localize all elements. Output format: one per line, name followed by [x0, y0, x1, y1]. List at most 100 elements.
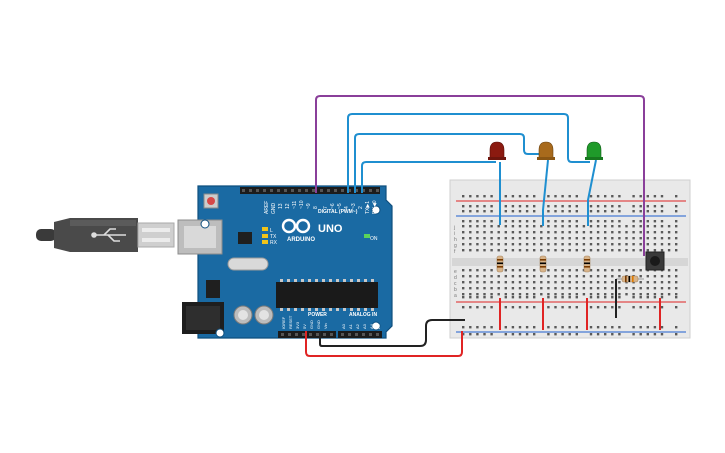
breadboard-hole[interactable]	[618, 205, 621, 208]
breadboard-hole[interactable]	[490, 293, 493, 296]
breadboard-hole[interactable]	[611, 326, 614, 329]
breadboard-hole[interactable]	[540, 237, 543, 240]
breadboard-hole[interactable]	[589, 281, 593, 284]
breadboard-hole[interactable]	[540, 281, 543, 284]
breadboard-hole[interactable]	[533, 269, 536, 272]
breadboard-hole[interactable]	[625, 243, 628, 246]
breadboard-hole[interactable]	[660, 306, 664, 309]
breadboard-hole[interactable]	[547, 237, 550, 240]
breadboard-hole[interactable]	[575, 220, 578, 223]
breadboard-hole[interactable]	[604, 220, 607, 223]
breadboard-hole[interactable]	[561, 195, 564, 198]
breadboard-hole[interactable]	[604, 287, 607, 290]
led-green[interactable]	[585, 141, 603, 160]
breadboard-hole[interactable]	[525, 275, 529, 278]
breadboard-hole[interactable]	[533, 296, 536, 299]
breadboard-hole[interactable]	[547, 249, 550, 252]
breadboard-hole[interactable]	[469, 275, 472, 278]
breadboard-hole[interactable]	[554, 293, 557, 296]
breadboard-hole[interactable]	[582, 293, 586, 296]
breadboard-hole[interactable]	[525, 287, 529, 290]
breadboard-hole[interactable]	[561, 210, 564, 213]
breadboard-hole[interactable]	[618, 220, 621, 223]
breadboard-hole[interactable]	[518, 220, 522, 223]
breadboard-hole[interactable]	[462, 293, 465, 296]
breadboard-hole[interactable]	[554, 281, 557, 284]
breadboard-hole[interactable]	[618, 195, 621, 198]
breadboard-hole[interactable]	[604, 231, 607, 234]
breadboard-hole[interactable]	[561, 220, 564, 223]
breadboard-hole[interactable]	[504, 220, 507, 223]
breadboard-hole[interactable]	[589, 231, 593, 234]
breadboard-hole[interactable]	[653, 243, 657, 246]
breadboard-hole[interactable]	[625, 293, 628, 296]
breadboard-hole[interactable]	[589, 210, 593, 213]
breadboard-hole[interactable]	[632, 210, 635, 213]
breadboard-hole[interactable]	[575, 287, 578, 290]
breadboard-hole[interactable]	[604, 249, 607, 252]
breadboard-hole[interactable]	[667, 293, 671, 296]
breadboard-hole[interactable]	[547, 195, 550, 198]
breadboard-hole[interactable]	[490, 220, 493, 223]
breadboard-hole[interactable]	[618, 296, 621, 299]
breadboard-hole[interactable]	[653, 220, 657, 223]
breadboard-hole[interactable]	[589, 220, 593, 223]
breadboard-hole[interactable]	[611, 269, 614, 272]
breadboard-hole[interactable]	[604, 333, 607, 336]
breadboard-hole[interactable]	[575, 249, 578, 252]
breadboard-hole[interactable]	[639, 275, 642, 278]
breadboard-hole[interactable]	[611, 306, 614, 309]
digital-header[interactable]	[240, 187, 380, 194]
breadboard-hole[interactable]	[504, 275, 507, 278]
breadboard-hole[interactable]	[525, 237, 529, 240]
breadboard-hole[interactable]	[618, 333, 621, 336]
breadboard-hole[interactable]	[518, 205, 522, 208]
breadboard-hole[interactable]	[646, 306, 649, 309]
breadboard-hole[interactable]	[554, 333, 557, 336]
breadboard-hole[interactable]	[490, 205, 493, 208]
breadboard-hole[interactable]	[632, 195, 635, 198]
breadboard-hole[interactable]	[476, 306, 479, 309]
breadboard-hole[interactable]	[596, 296, 600, 299]
breadboard-holes[interactable]	[462, 195, 678, 336]
breadboard-hole[interactable]	[511, 333, 515, 336]
breadboard-hole[interactable]	[675, 275, 678, 278]
breadboard-hole[interactable]	[653, 205, 657, 208]
breadboard-hole[interactable]	[561, 243, 564, 246]
breadboard-hole[interactable]	[483, 249, 486, 252]
breadboard-hole[interactable]	[639, 249, 642, 252]
breadboard-hole[interactable]	[568, 225, 571, 228]
breadboard-hole[interactable]	[618, 293, 621, 296]
breadboard-hole[interactable]	[589, 243, 593, 246]
breadboard-hole[interactable]	[618, 269, 621, 272]
breadboard-hole[interactable]	[533, 306, 536, 309]
breadboard-hole[interactable]	[518, 243, 522, 246]
breadboard-hole[interactable]	[518, 287, 522, 290]
breadboard-hole[interactable]	[675, 326, 678, 329]
breadboard-hole[interactable]	[604, 225, 607, 228]
breadboard-hole[interactable]	[618, 275, 621, 278]
breadboard-hole[interactable]	[596, 220, 600, 223]
breadboard-hole[interactable]	[490, 281, 493, 284]
breadboard-hole[interactable]	[646, 225, 649, 228]
breadboard-hole[interactable]	[561, 296, 564, 299]
breadboard-hole[interactable]	[568, 333, 571, 336]
breadboard-hole[interactable]	[483, 269, 486, 272]
breadboard-hole[interactable]	[653, 296, 657, 299]
breadboard-hole[interactable]	[469, 195, 472, 198]
breadboard-hole[interactable]	[511, 225, 515, 228]
breadboard-hole[interactable]	[596, 243, 600, 246]
breadboard-hole[interactable]	[554, 225, 557, 228]
breadboard-hole[interactable]	[554, 287, 557, 290]
breadboard-hole[interactable]	[604, 326, 607, 329]
breadboard-hole[interactable]	[575, 306, 578, 309]
breadboard-hole[interactable]	[462, 231, 465, 234]
breadboard-hole[interactable]	[660, 243, 664, 246]
breadboard-hole[interactable]	[533, 326, 536, 329]
breadboard-hole[interactable]	[618, 306, 621, 309]
breadboard-hole[interactable]	[575, 237, 578, 240]
breadboard-hole[interactable]	[589, 296, 593, 299]
push-button[interactable]	[645, 251, 665, 271]
breadboard-hole[interactable]	[561, 231, 564, 234]
breadboard-hole[interactable]	[554, 269, 557, 272]
